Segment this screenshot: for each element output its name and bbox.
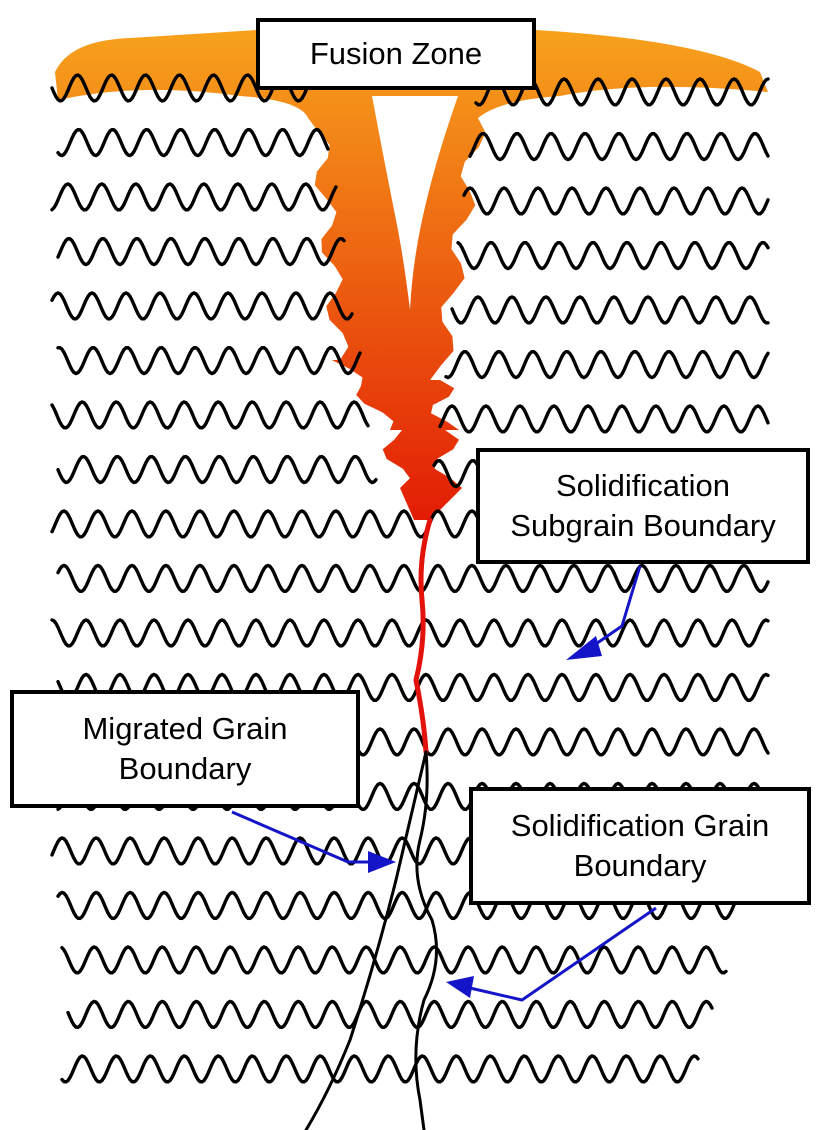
fusion-zone-region (55, 30, 768, 520)
subgrain-boundary-label-line-1: Solidification (556, 466, 730, 506)
subgrain-boundary-label-line-2: Subgrain Boundary (510, 506, 775, 546)
dendrite-row-right (440, 406, 768, 432)
dendrite-row (52, 620, 768, 646)
grain-boundaries (306, 520, 437, 1130)
dendrite-row (62, 1056, 698, 1082)
liquated-boundary-segment (416, 520, 430, 752)
dendrite-row (58, 566, 768, 592)
dendrite-row-left (52, 184, 336, 210)
dendrite-row (62, 947, 726, 973)
dendrite-row-right (452, 297, 768, 323)
dendrite-row-right (446, 352, 768, 378)
migrated-grain-boundary-label-line-1: Migrated Grain (82, 709, 287, 749)
fusion-zone-label: Fusion Zone (256, 18, 536, 90)
dendrite-row-left (58, 239, 344, 265)
solidification-grain-boundary-label-line-2: Boundary (574, 846, 707, 886)
dendrite-row-right (470, 134, 768, 160)
dendrite-row-right (458, 243, 768, 269)
dendrite-row-left (58, 130, 328, 156)
subgrain-boundary-label: Solidification Subgrain Boundary (476, 448, 810, 564)
dendrite-row-right (464, 188, 768, 214)
dendrite-row-left (58, 348, 360, 374)
dendrite-row-left (52, 402, 368, 428)
solidification-grain-boundary-label-line-1: Solidification Grain (511, 806, 769, 846)
solidification-grain-boundary-label: Solidification Grain Boundary (469, 787, 811, 905)
migrated-grain-boundary-label: Migrated Grain Boundary (10, 690, 360, 808)
dendrite-row-left (58, 457, 376, 483)
migrated-grain-boundary-label-line-2: Boundary (119, 749, 252, 789)
dendrite-row (68, 1002, 712, 1028)
fusion-zone-label-line: Fusion Zone (310, 34, 482, 74)
dendrite-row-left (52, 293, 352, 319)
solidification-arrow-head (446, 976, 474, 998)
